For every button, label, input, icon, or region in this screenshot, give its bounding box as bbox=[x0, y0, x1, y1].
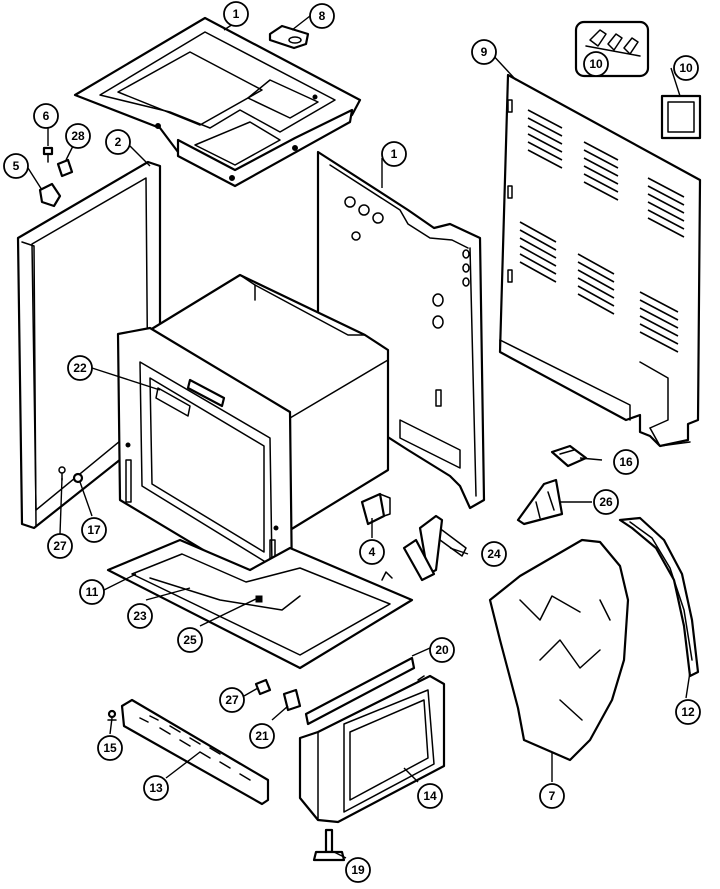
part-small-cap bbox=[268, 24, 310, 50]
callout-24: 24 bbox=[481, 541, 507, 567]
svg-text:8: 8 bbox=[319, 9, 326, 23]
part-hinge-clip bbox=[38, 182, 62, 208]
callout-3: 1 bbox=[223, 1, 249, 27]
part-seal-strip bbox=[618, 516, 700, 678]
svg-text:19: 19 bbox=[351, 863, 365, 877]
svg-text:27: 27 bbox=[53, 539, 67, 553]
callout-25: 25 bbox=[177, 627, 203, 653]
callout-20: 20 bbox=[429, 637, 455, 663]
svg-text:4: 4 bbox=[369, 545, 376, 559]
svg-text:27: 27 bbox=[225, 693, 239, 707]
callout-4: 4 bbox=[359, 539, 385, 565]
louvers-upper-middle bbox=[583, 141, 619, 201]
part-screw bbox=[42, 146, 54, 163]
svg-text:24: 24 bbox=[487, 547, 501, 561]
svg-text:14: 14 bbox=[423, 789, 437, 803]
svg-text:20: 20 bbox=[435, 643, 449, 657]
callout-16: 16 bbox=[613, 449, 639, 475]
svg-text:22: 22 bbox=[73, 361, 87, 375]
callout-14: 14 bbox=[417, 783, 443, 809]
part-drawer-front bbox=[304, 656, 416, 726]
part-screw-17 bbox=[72, 472, 84, 484]
callout-11: 11 bbox=[79, 579, 105, 605]
svg-text:10: 10 bbox=[589, 57, 603, 71]
callout-22: 22 bbox=[67, 355, 93, 381]
callout-12: 12 bbox=[675, 699, 701, 725]
callout-7: 7 bbox=[539, 783, 565, 809]
callout-1: 1 bbox=[381, 141, 407, 167]
svg-text:21: 21 bbox=[255, 729, 269, 743]
svg-text:25: 25 bbox=[183, 633, 197, 647]
callout-15: 15 bbox=[97, 735, 123, 761]
svg-text:2: 2 bbox=[115, 135, 122, 149]
louvers-lower-middle bbox=[577, 253, 615, 315]
svg-text:28: 28 bbox=[71, 129, 85, 143]
part-bottom-panel bbox=[106, 538, 414, 670]
part-bracket-4 bbox=[360, 492, 391, 526]
callout-10-detail: 10 bbox=[583, 51, 609, 77]
svg-text:12: 12 bbox=[681, 705, 695, 719]
louvers-upper-right bbox=[647, 177, 685, 238]
callout-27-upper: 27 bbox=[47, 533, 73, 559]
svg-text:1: 1 bbox=[391, 147, 398, 161]
svg-text:11: 11 bbox=[86, 585, 99, 599]
callout-10-plate: 10 bbox=[673, 55, 699, 81]
callout-17: 17 bbox=[81, 517, 107, 543]
svg-text:16: 16 bbox=[619, 455, 633, 469]
svg-text:15: 15 bbox=[103, 741, 117, 755]
callout-27-lower: 27 bbox=[219, 687, 245, 713]
callout-8: 8 bbox=[309, 3, 335, 29]
callout-6: 6 bbox=[33, 103, 59, 129]
part-clip bbox=[56, 158, 74, 178]
svg-text:9: 9 bbox=[481, 45, 488, 59]
part-clip-21 bbox=[282, 688, 302, 712]
svg-text:6: 6 bbox=[43, 109, 50, 123]
part-drawer-body bbox=[298, 674, 446, 824]
svg-text:17: 17 bbox=[87, 523, 101, 537]
svg-text:1: 1 bbox=[233, 7, 240, 21]
callout-21: 21 bbox=[249, 723, 275, 749]
part-bracket-26 bbox=[516, 478, 564, 526]
svg-text:7: 7 bbox=[549, 789, 556, 803]
louvers-upper-left bbox=[527, 109, 563, 169]
callout-23: 23 bbox=[127, 603, 153, 629]
callout-28: 28 bbox=[65, 123, 91, 149]
svg-text:10: 10 bbox=[679, 61, 693, 75]
svg-text:23: 23 bbox=[133, 609, 147, 623]
svg-text:13: 13 bbox=[149, 781, 163, 795]
part-hinge-24 bbox=[402, 514, 467, 582]
callout-5: 5 bbox=[3, 153, 29, 179]
callout-9: 9 bbox=[471, 39, 497, 65]
part-back-panel bbox=[498, 73, 702, 448]
part-cover-plate bbox=[660, 94, 702, 140]
callout-19: 19 bbox=[345, 857, 371, 883]
callout-26: 26 bbox=[593, 489, 619, 515]
part-top-panel bbox=[73, 16, 362, 188]
louvers-lower-left bbox=[519, 221, 557, 283]
svg-text:5: 5 bbox=[13, 159, 20, 173]
part-insulation bbox=[488, 538, 630, 762]
part-toe-kick bbox=[120, 698, 270, 806]
svg-text:26: 26 bbox=[599, 495, 613, 509]
part-screw-27-lower bbox=[254, 678, 272, 696]
callout-2: 2 bbox=[105, 129, 131, 155]
part-clip-16 bbox=[550, 444, 588, 468]
louvers-lower-right bbox=[639, 291, 679, 353]
callout-13: 13 bbox=[143, 775, 169, 801]
leader-lines bbox=[27, 13, 691, 859]
